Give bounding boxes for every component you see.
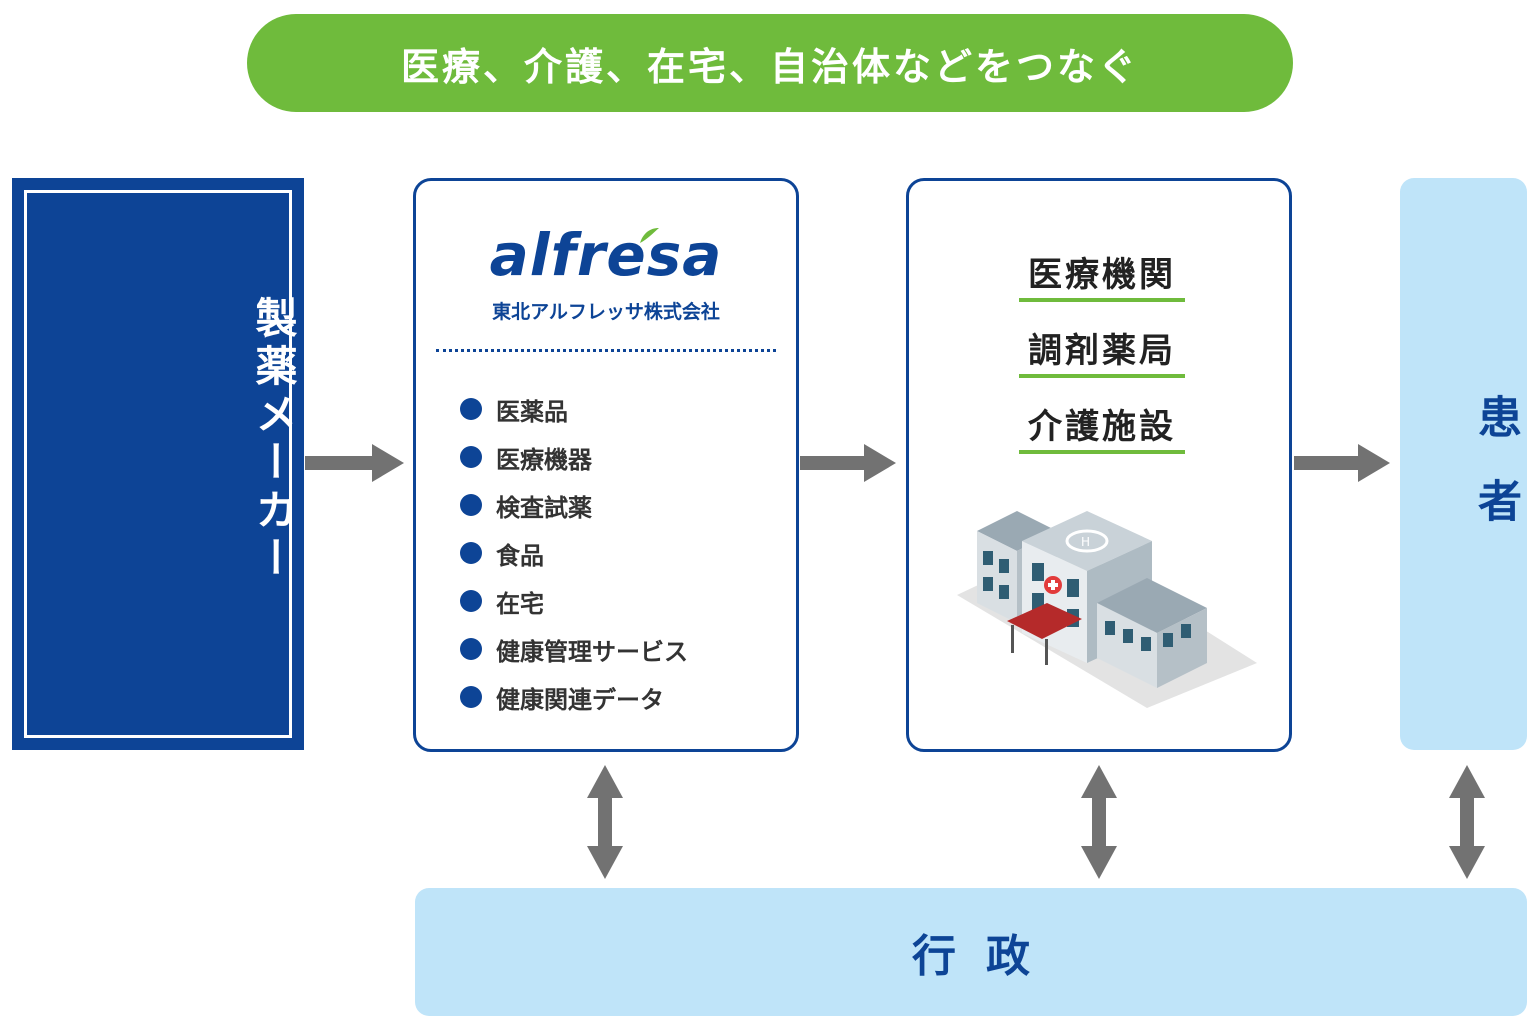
leaf-icon	[640, 228, 659, 243]
manufacturer-box: 製薬メーカー	[12, 178, 304, 750]
bullet-icon	[460, 494, 482, 516]
company-name: 東北アルフレッサ株式会社	[492, 301, 720, 323]
alfresa-logo: alfresa	[489, 221, 723, 289]
bullet-icon	[460, 542, 482, 564]
dotted-divider	[436, 349, 776, 352]
list-item: 食品	[460, 529, 688, 577]
right-arrow-icon	[305, 444, 404, 482]
list-item: 在宅	[460, 577, 688, 625]
bullet-icon	[460, 398, 482, 420]
bullet-icon	[460, 686, 482, 708]
government-bar: 行政	[415, 888, 1527, 1016]
facility-label: 介護施設	[1019, 399, 1185, 454]
wholesaler-card: alfresa 東北アルフレッサ株式会社 医薬品 医療機器 検査試薬 食品 在宅…	[413, 178, 799, 752]
product-list: 医薬品 医療機器 検査試薬 食品 在宅 健康管理サービス 健康関連データ	[460, 385, 688, 721]
government-label: 行政	[912, 931, 1060, 982]
bullet-icon	[460, 590, 482, 612]
list-item: 健康管理サービス	[460, 625, 688, 673]
facilities-card: 医療機関 調剤薬局 介護施設 H	[906, 178, 1292, 752]
double-arrow-icon	[1449, 765, 1485, 879]
facility-label: 調剤薬局	[1019, 323, 1185, 378]
top-banner: 医療、介護、在宅、自治体などをつなぐ	[247, 14, 1293, 112]
list-item: 医療機器	[460, 433, 688, 481]
bullet-icon	[460, 446, 482, 468]
bullet-icon	[460, 638, 482, 660]
double-arrow-icon	[1081, 765, 1117, 879]
patient-box: 患者	[1400, 178, 1527, 750]
double-arrow-icon	[587, 765, 623, 879]
facility-label: 医療機関	[1019, 247, 1185, 302]
manufacturer-inner-border	[24, 190, 292, 738]
manufacturer-label: 製薬メーカー	[249, 296, 298, 584]
patient-label: 患者	[1470, 394, 1521, 562]
list-item: 健康関連データ	[460, 673, 688, 721]
list-item: 医薬品	[460, 385, 688, 433]
list-item: 検査試薬	[460, 481, 688, 529]
svg-text:H: H	[1081, 535, 1090, 549]
banner-text: 医療、介護、在宅、自治体などをつなぐ	[400, 44, 1139, 89]
hospital-building-icon: H	[957, 511, 1257, 708]
right-arrow-icon	[800, 444, 896, 482]
right-arrow-icon	[1294, 444, 1390, 482]
